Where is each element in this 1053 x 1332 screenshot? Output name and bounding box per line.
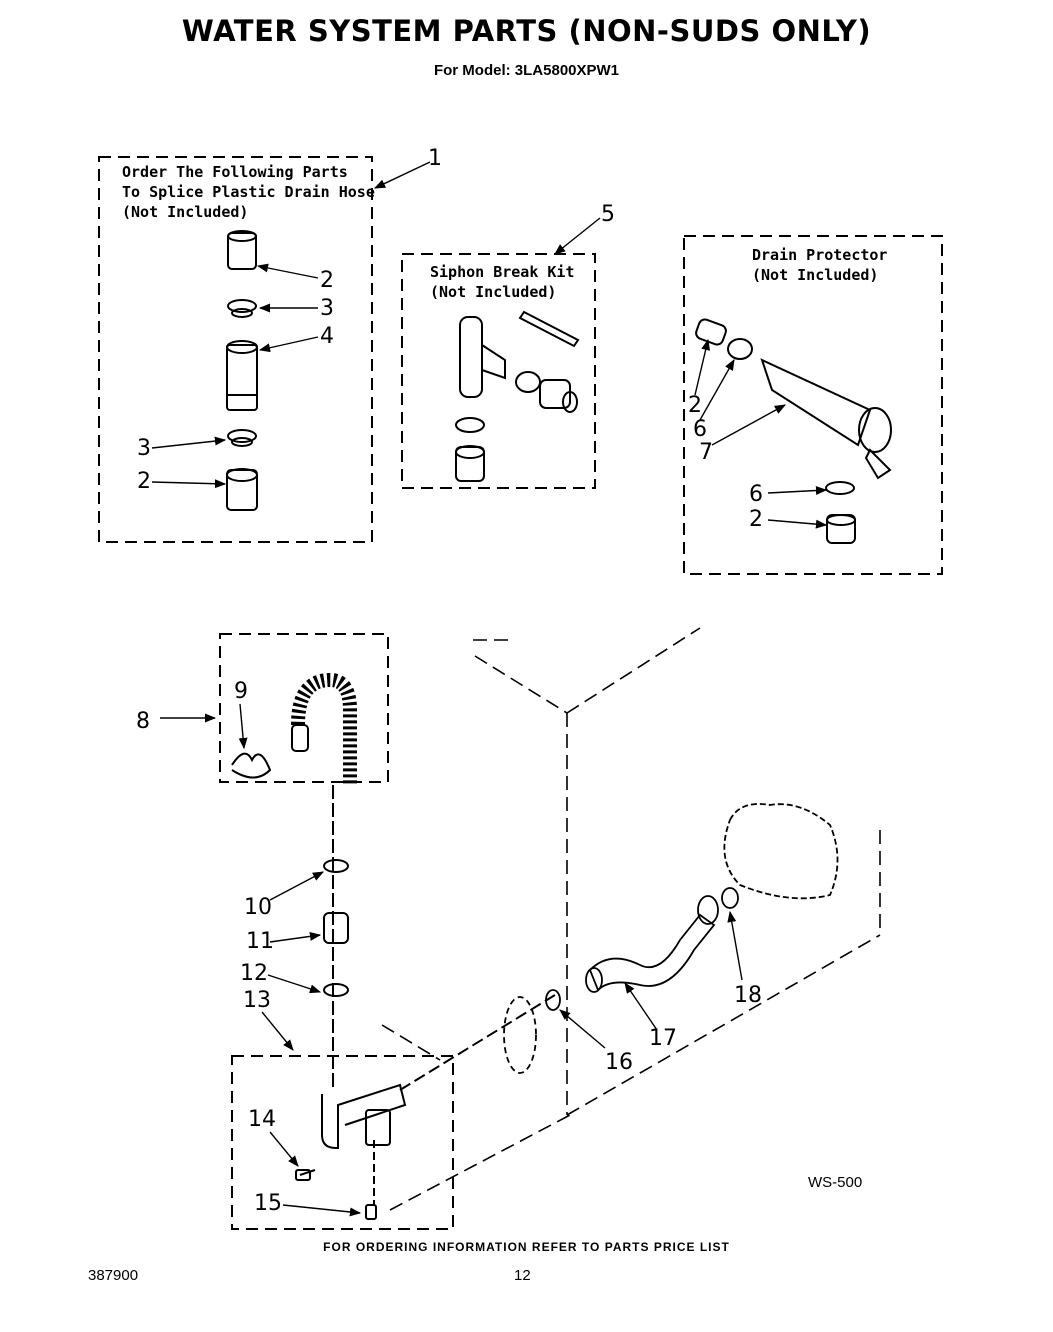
callout-2a: 2 — [320, 268, 334, 293]
siphon-kit-box — [401, 253, 596, 489]
callout-3a: 3 — [320, 296, 334, 321]
drain-tube-box — [231, 1055, 454, 1230]
splice-parts — [226, 230, 258, 511]
document-number: 387900 — [88, 1267, 139, 1284]
ordering-note: FOR ORDERING INFORMATION REFER TO PARTS … — [323, 1240, 730, 1254]
page-title: WATER SYSTEM PARTS (NON-SUDS ONLY) — [181, 14, 872, 48]
drain-tube-parts — [295, 1083, 407, 1220]
callout-1: 1 — [428, 146, 442, 171]
model-line: For Model: 3LA5800XPW1 — [433, 62, 620, 79]
drain-protector-title: Drain Protector (Not Included) — [752, 245, 887, 285]
callout-13: 13 — [243, 988, 271, 1013]
callout-2c: 2 — [688, 393, 702, 418]
callout-2b: 2 — [137, 469, 151, 494]
diagram-code: WS-500 — [808, 1174, 863, 1191]
callout-11: 11 — [246, 929, 274, 954]
callout-8: 8 — [136, 709, 150, 734]
drain-protector-line-1: Drain Protector — [752, 246, 888, 264]
callout-5: 5 — [601, 202, 615, 227]
drain-protector-line-2: (Not Included) — [752, 266, 879, 284]
callout-2d: 2 — [749, 507, 763, 532]
splice-kit-box — [98, 156, 373, 543]
callout-9: 9 — [234, 679, 248, 704]
pump-parts — [503, 803, 839, 1074]
splice-kit-line-2: To Splice Plastic Drain Hose — [122, 183, 375, 201]
callout-12: 12 — [240, 961, 268, 986]
siphon-parts — [455, 310, 580, 482]
drain-hose-parts — [231, 672, 357, 1090]
callout-18: 18 — [734, 983, 762, 1008]
drain-hose-box — [219, 633, 389, 783]
callout-4: 4 — [320, 324, 334, 349]
callout-15: 15 — [254, 1191, 282, 1216]
callout-14: 14 — [248, 1107, 276, 1132]
splice-kit-line-1: Order The Following Parts — [122, 163, 348, 181]
page-number: 12 — [514, 1267, 531, 1284]
drain-protector-box — [683, 235, 943, 575]
callout-17: 17 — [649, 1026, 677, 1051]
leader-lines — [151, 161, 828, 1217]
cabinet-outline — [381, 627, 881, 1211]
callout-6a: 6 — [693, 417, 707, 442]
siphon-kit-line-2: (Not Included) — [430, 283, 557, 301]
callout-3b: 3 — [137, 436, 151, 461]
callout-16: 16 — [605, 1050, 633, 1075]
callout-10: 10 — [244, 895, 272, 920]
siphon-kit-line-1: Siphon Break Kit — [430, 263, 575, 281]
callout-7: 7 — [699, 440, 713, 465]
siphon-kit-title: Siphon Break Kit (Not Included) — [430, 262, 575, 302]
callout-6b: 6 — [749, 482, 763, 507]
splice-kit-line-3: (Not Included) — [122, 203, 249, 221]
drain-protector-parts — [695, 318, 892, 544]
splice-kit-title: Order The Following Parts To Splice Plas… — [122, 162, 375, 222]
